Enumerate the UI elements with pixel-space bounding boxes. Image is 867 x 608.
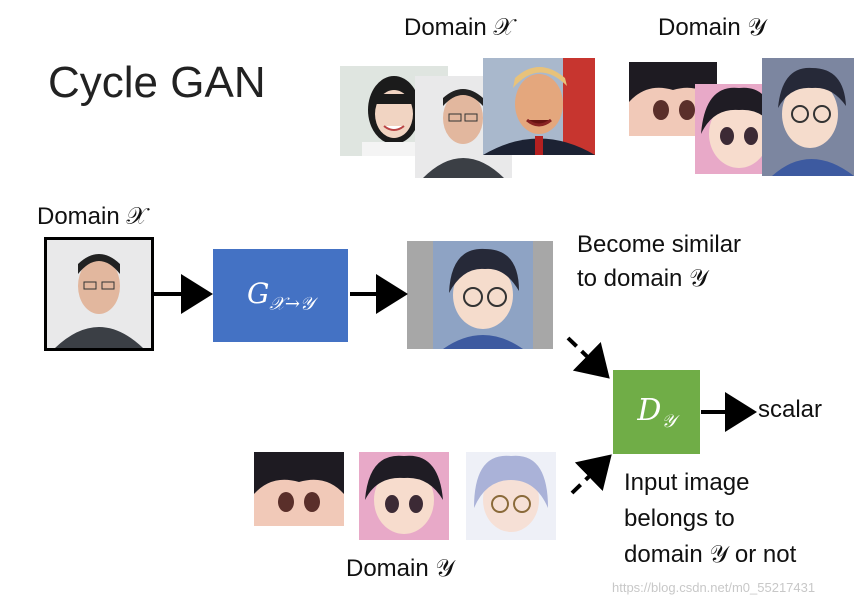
generated-image-frame bbox=[407, 241, 553, 349]
bottom-domain-y-anime-1 bbox=[254, 452, 344, 540]
arrow-domain-y-to-discriminator bbox=[570, 454, 612, 495]
discriminator-box: D𝒴 bbox=[613, 370, 700, 454]
input-belongs-line2: belongs to bbox=[624, 505, 735, 532]
domain-y-photo-anime-3 bbox=[762, 58, 854, 176]
top-domain-x-label: Domain 𝒳 bbox=[404, 14, 515, 41]
similar-text-line1: Become similar bbox=[577, 231, 742, 258]
discriminator-label: D𝒴 bbox=[637, 392, 676, 432]
bottom-domain-y-anime-2 bbox=[359, 452, 449, 540]
domain-x-photo-trump bbox=[483, 58, 595, 155]
input-photo-man bbox=[44, 237, 154, 351]
input-belongs-line3: domain 𝒴 or not bbox=[624, 541, 797, 568]
bottom-domain-y-label: Domain 𝒴 bbox=[346, 555, 455, 582]
top-domain-y-label: Domain 𝒴 bbox=[658, 14, 767, 41]
domain-x-photo-man bbox=[415, 76, 512, 178]
watermark: https://blog.csdn.net/m0_55217431 bbox=[612, 580, 816, 595]
input-domain-x-label: Domain 𝒳 bbox=[37, 203, 148, 230]
generator-label: G𝒳→𝒴 bbox=[246, 276, 315, 315]
similar-text-line2: to domain 𝒴 bbox=[577, 265, 708, 292]
page-title: Cycle GAN bbox=[48, 58, 266, 107]
bottom-domain-y-anime-3 bbox=[466, 452, 556, 540]
output-scalar-label: scalar bbox=[758, 396, 823, 423]
generator-box: G𝒳→𝒴 bbox=[213, 249, 348, 342]
input-belongs-line1: Input image bbox=[624, 469, 750, 496]
arrow-generated-to-discriminator bbox=[566, 336, 610, 379]
